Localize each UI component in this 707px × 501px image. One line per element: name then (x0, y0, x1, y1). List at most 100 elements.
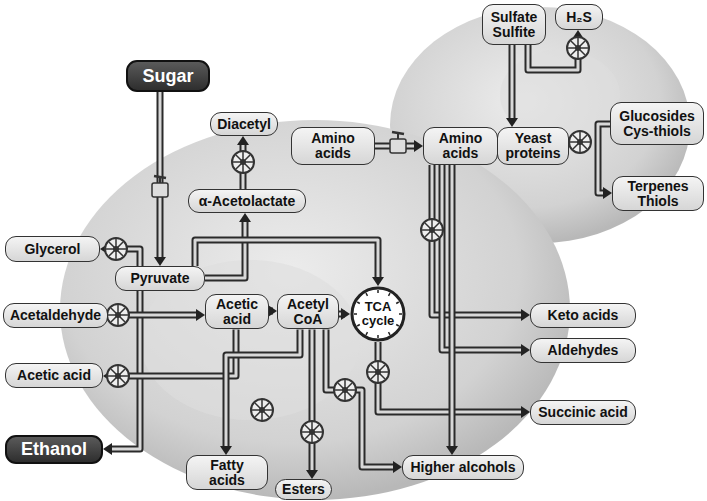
node-label: Acetic acid (17, 368, 91, 383)
metabolite-box: Keto acids (530, 303, 636, 328)
node-label: Glucosides Cys-thiols (616, 109, 698, 138)
endpoint-box: Sugar (126, 60, 210, 92)
pipe-wall (195, 240, 378, 278)
pipe-bore (311, 329, 314, 471)
pipe-wall (509, 45, 516, 119)
pipe-wall (111, 329, 236, 376)
arrow-head (341, 308, 350, 320)
valve-wheel (567, 37, 589, 59)
node-label: TCA cycle (350, 300, 406, 327)
pipe-bore (326, 329, 394, 467)
node-label: Higher alcohols (410, 460, 515, 475)
node-label: Pyruvate (130, 271, 189, 286)
endpoint-box: Ethanol (5, 435, 103, 464)
clock-tick (399, 313, 402, 315)
pipe-wall (598, 124, 610, 193)
valve-wheel (107, 304, 129, 326)
pipe-wall (205, 221, 245, 278)
tap-valve (390, 132, 406, 153)
node-label: Terpenes Thiols (618, 179, 698, 208)
node-label: Succinic acid (538, 405, 627, 420)
arrow-head (306, 470, 318, 479)
pipe-bore (451, 165, 454, 447)
clock-tick (357, 302, 360, 304)
clock-tick (389, 293, 391, 296)
clock-tick (389, 332, 391, 335)
node-label: Diacetyl (217, 117, 271, 132)
clock-tick (366, 293, 368, 296)
valve-wheel (569, 131, 591, 153)
pipe-wall (157, 92, 164, 258)
node-label: Glycerol (24, 242, 80, 257)
arrow-head (521, 344, 530, 356)
node-label: Sugar (142, 67, 193, 86)
pipe-wall (326, 329, 394, 467)
pipe-wall (309, 329, 316, 471)
arrow-head (237, 136, 249, 145)
arrow-head (393, 461, 402, 473)
metabolite-box: Pyruvate (115, 266, 205, 291)
metabolite-box: Acetic acid (205, 294, 269, 329)
pipe-connector (446, 165, 458, 455)
valve-wheel (107, 365, 129, 387)
arrow-head (372, 277, 384, 286)
metabolite-box: Sulfate Sulfite (482, 4, 546, 45)
clock-tick (366, 332, 368, 335)
pipe-connector (326, 329, 402, 473)
valve-wheel (251, 399, 273, 421)
node-label: Acetyl CoA (283, 297, 333, 326)
pipe-bore (111, 329, 236, 376)
valve-wheel (301, 421, 323, 443)
valve-wheel (421, 219, 443, 241)
node-label: Ethanol (21, 440, 87, 459)
valve-wheel (105, 238, 127, 260)
yeast-cell (60, 120, 570, 500)
metabolite-box: Esters (275, 479, 332, 500)
node-label: Sulfate Sulfite (488, 10, 540, 39)
pipe-bore (511, 45, 514, 119)
metabolite-box: H₂S (555, 4, 603, 30)
arrow-head (154, 257, 166, 266)
arrow-head (268, 305, 277, 317)
node-label: Keto acids (548, 308, 619, 323)
metabolite-box: Terpenes Thiols (612, 176, 704, 211)
node-label: Yeast proteins (503, 131, 563, 160)
node-label: Esters (282, 482, 325, 497)
pipe-bore (598, 124, 610, 193)
arrow-head (521, 309, 530, 321)
metabolite-box: Succinic acid (530, 400, 636, 425)
pipe-connector (154, 92, 166, 266)
arrow-head (521, 406, 530, 418)
cycle-circle: TCA cycle (350, 286, 406, 342)
metabolite-box: Yeast proteins (497, 127, 569, 165)
tap-valve (152, 176, 168, 197)
arrow-head (603, 187, 612, 199)
arrow-head (103, 443, 112, 455)
clock-tick (357, 325, 360, 327)
pipe-connector (268, 305, 277, 317)
metabolite-box: Fatty acids (186, 455, 268, 490)
node-label: Acetic acid (211, 297, 263, 326)
pipe-bore (159, 92, 162, 258)
node-label: H₂S (566, 10, 592, 25)
metabolite-box: Acetic acid (5, 363, 103, 388)
pipe-connector (195, 240, 384, 286)
metabolite-box: α-Acetolactate (188, 189, 306, 213)
arrow-head (414, 140, 423, 152)
pipe-wall (449, 165, 456, 447)
metabolite-box: Glucosides Cys-thiols (610, 102, 704, 145)
pipe-connector (339, 308, 350, 320)
pipe-connector (375, 140, 423, 152)
valve-wheel (232, 151, 254, 173)
node-label: α-Acetolactate (199, 194, 296, 209)
pipe-connector (205, 213, 251, 278)
metabolite-box: Glycerol (5, 236, 100, 262)
metabolite-box: Higher alcohols (402, 455, 524, 480)
node-label: Amino acids (297, 131, 369, 160)
valve-wheel (334, 379, 356, 401)
arrow-head (239, 213, 251, 222)
clock-tick (396, 325, 399, 327)
metabolite-box: Amino acids (291, 127, 375, 165)
